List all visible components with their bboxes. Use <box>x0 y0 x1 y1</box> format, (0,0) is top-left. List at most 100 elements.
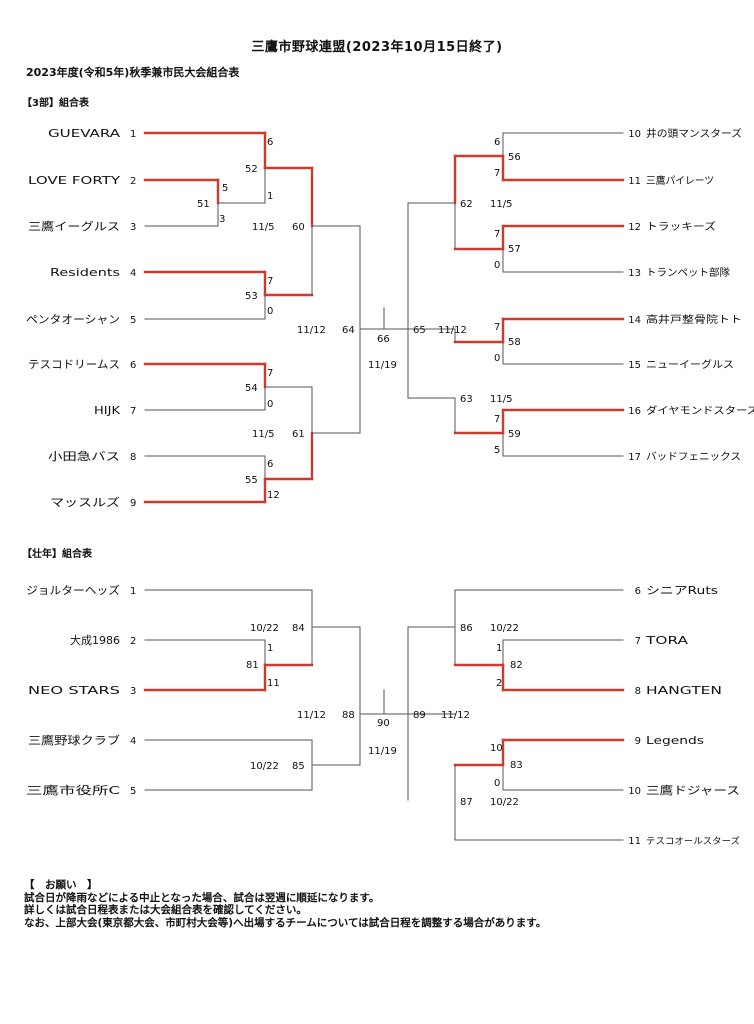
team-name: バッドフェニックス <box>646 451 741 463</box>
team-name: Legends <box>646 734 704 747</box>
notes-line: なお、上部大会(東京都大会、市町村大会等)へ出場するチームについては試合日程を調… <box>24 916 547 929</box>
bracket-label: 61 <box>292 429 305 440</box>
team-seed: 9 <box>130 498 136 509</box>
team-seed: 10 <box>628 786 641 797</box>
bracket-label: 11/5 <box>490 394 512 405</box>
bracket-label: 90 <box>377 718 390 729</box>
bracket-label: 55 <box>245 475 258 486</box>
bracket-label: 53 <box>245 291 258 302</box>
team-seed: 9 <box>635 736 641 747</box>
team-name: HIJK <box>94 404 121 417</box>
bracket-label: 7 <box>494 168 500 179</box>
notes-line: 詳しくは試合日程表または大会組合表を確認してください。 <box>24 904 307 916</box>
team-name: Residents <box>50 266 120 279</box>
team-name: 小田急バス <box>48 449 120 463</box>
bracket-label: 10/22 <box>490 623 519 634</box>
bracket-label: 59 <box>508 429 521 440</box>
bracket-label: 11 <box>267 678 280 689</box>
bracket-label: 83 <box>510 760 523 771</box>
bracket-label: 87 <box>460 797 473 808</box>
team-seed: 12 <box>628 222 641 233</box>
bracket-label: 57 <box>508 244 521 255</box>
team-seed: 3 <box>130 686 136 697</box>
bracket-label: 11/12 <box>297 710 326 721</box>
section-senior-label: 【壮年】組合表 <box>22 549 92 560</box>
team-seed: 14 <box>628 315 641 326</box>
team-seed: 1 <box>130 586 136 597</box>
team-seed: 5 <box>130 786 136 797</box>
bracket-label: 6 <box>267 137 273 148</box>
bracket-label: 11/5 <box>252 429 274 440</box>
bracket-label: 63 <box>460 394 473 405</box>
team-name: 高井戸整骨院トト <box>646 313 742 326</box>
notes-line: 試合日が降雨などによる中止となった場合、試合は翌週に順延になります。 <box>24 891 380 904</box>
team-name: ジョルターヘッズ <box>26 583 120 597</box>
bracket-label: 5 <box>222 183 228 194</box>
team-seed: 11 <box>628 836 641 847</box>
bracket-label: 10/22 <box>250 761 279 772</box>
page-title: 三鷹市野球連盟(2023年10月15日終了) <box>251 40 503 55</box>
bracket-label: 82 <box>510 660 523 671</box>
team-name: 三鷹市役所C <box>26 783 120 797</box>
team-name: LOVE FORTY <box>28 174 120 187</box>
bracket-label: 0 <box>494 353 500 364</box>
team-seed: 7 <box>130 406 136 417</box>
bracket-label: 6 <box>267 459 273 470</box>
team-seed: 3 <box>130 222 136 233</box>
bracket-label: 11/5 <box>252 222 274 233</box>
bracket-label: 58 <box>508 337 521 348</box>
team-name: 三鷹ドジャース <box>646 783 740 797</box>
bracket-label: 52 <box>245 164 258 175</box>
bracket-label: 54 <box>245 383 258 394</box>
bracket-label: 11/5 <box>490 199 512 210</box>
team-seed: 5 <box>130 315 136 326</box>
team-name: テスコオールスターズ <box>646 835 740 847</box>
team-name: トランペット部隊 <box>646 266 730 279</box>
team-name: HANGTEN <box>646 684 722 697</box>
bracket-label: 10 <box>490 743 503 754</box>
bracket-label: 10/22 <box>250 623 279 634</box>
team-name: 三鷹野球クラブ <box>28 733 120 747</box>
team-name: 大成1986 <box>70 633 120 647</box>
bracket-label: 2 <box>496 678 502 689</box>
team-seed: 6 <box>130 360 136 371</box>
team-name: NEO STARS <box>28 684 120 697</box>
bracket-label: 64 <box>342 325 355 336</box>
team-name: トラッキーズ <box>646 220 716 233</box>
bracket-label: 81 <box>246 660 259 671</box>
notes-heading: 【 お願い 】 <box>24 879 98 891</box>
team-name: ニューイーグルス <box>646 358 734 371</box>
bracket-label: 11/19 <box>368 360 397 371</box>
team-name: シニアRuts <box>646 584 718 597</box>
bracket-label: 11/12 <box>441 710 470 721</box>
team-seed: 4 <box>130 268 136 279</box>
bracket-label: 7 <box>494 322 500 333</box>
team-name: 三鷹パイレーツ <box>646 174 714 187</box>
bracket-label: 10/22 <box>490 797 519 808</box>
bracket-label: 1 <box>267 191 273 202</box>
team-seed: 2 <box>130 636 136 647</box>
team-seed: 4 <box>130 736 136 747</box>
bracket-label: 11/19 <box>368 746 397 757</box>
team-seed: 17 <box>628 452 641 463</box>
bracket-label: 7 <box>494 229 500 240</box>
bracket-label: 66 <box>377 334 390 345</box>
bracket-label: 6 <box>494 137 500 148</box>
bracket-label: 11/12 <box>297 325 326 336</box>
bracket-label: 84 <box>292 623 305 634</box>
bracket-label: 65 <box>413 325 426 336</box>
team-seed: 11 <box>628 176 641 187</box>
team-seed: 15 <box>628 360 641 371</box>
team-seed: 8 <box>130 452 136 463</box>
team-name: マッスルズ <box>50 495 120 509</box>
tournament-subtitle: 2023年度(令和5年)秋季兼市民大会組合表 <box>26 66 240 79</box>
bracket-label: 3 <box>219 214 225 225</box>
bracket-label: 0 <box>494 260 500 271</box>
team-seed: 8 <box>635 686 641 697</box>
bracket-label: 0 <box>494 778 500 789</box>
team-seed: 6 <box>635 586 641 597</box>
team-seed: 1 <box>130 129 136 140</box>
bracket-label: 5 <box>494 445 500 456</box>
team-seed: 16 <box>628 406 641 417</box>
